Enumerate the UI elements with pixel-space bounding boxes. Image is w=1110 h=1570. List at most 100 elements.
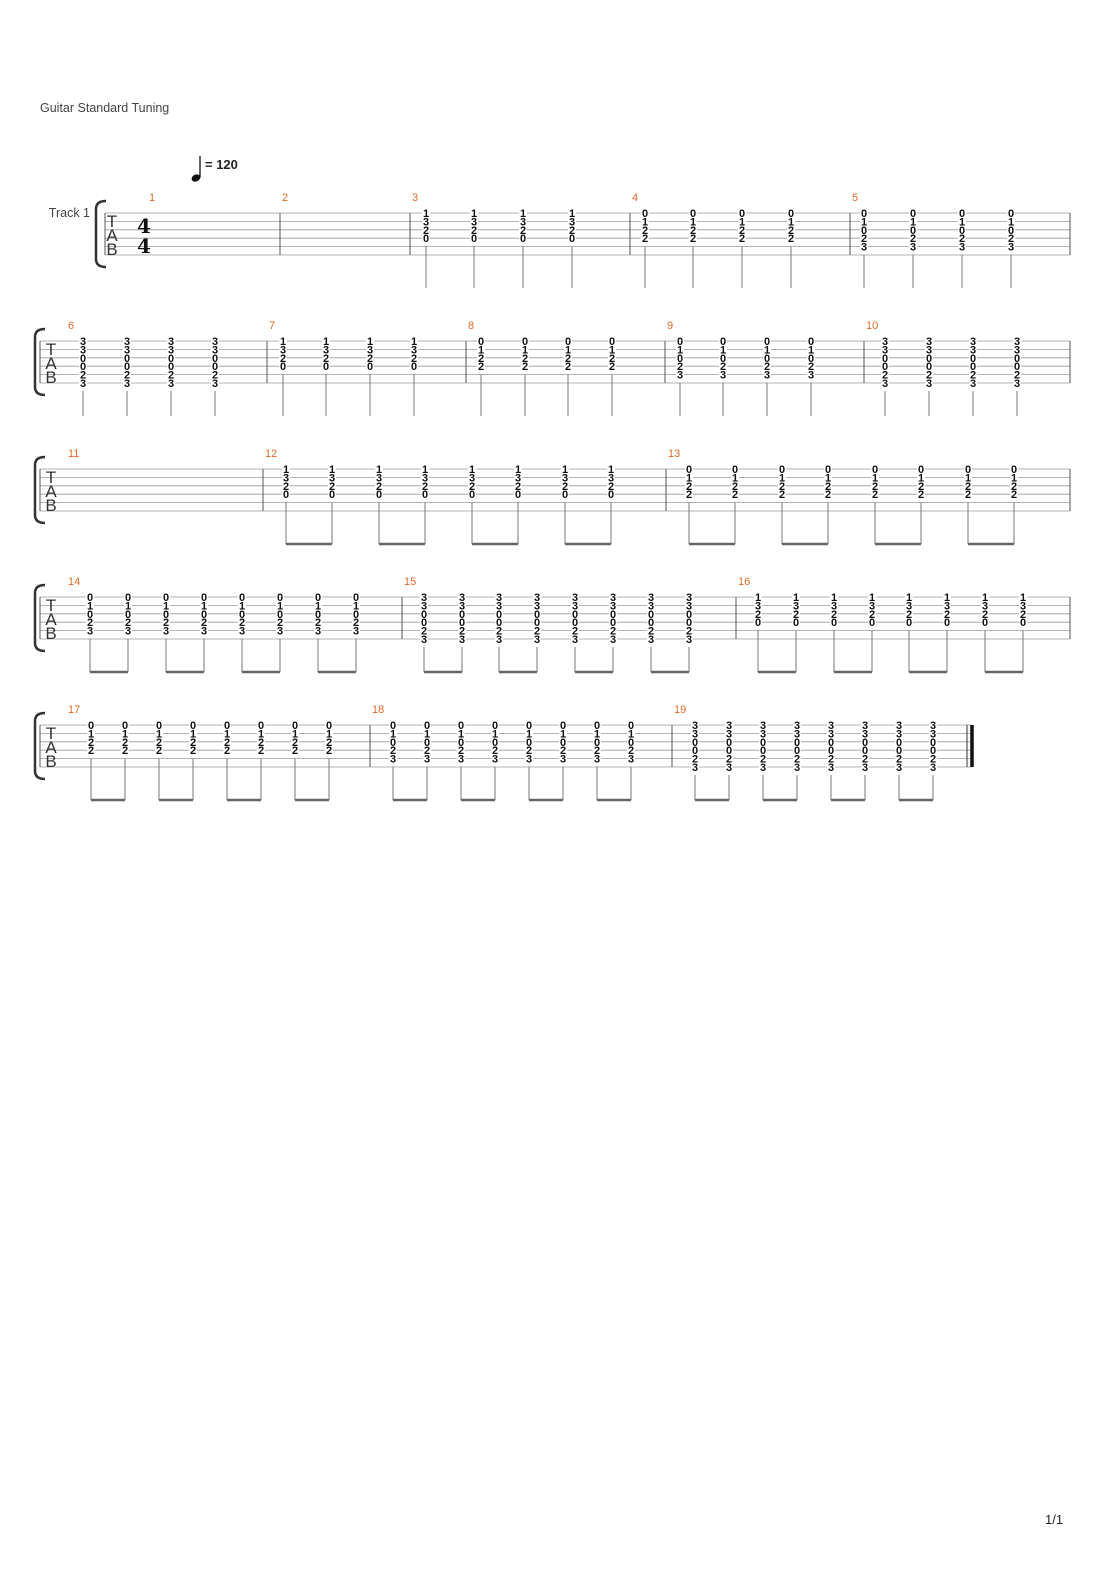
fret-background bbox=[943, 593, 951, 601]
fret-background bbox=[257, 729, 265, 738]
fret-number: 0 bbox=[861, 208, 867, 220]
tab-clef-letter: A bbox=[106, 226, 118, 245]
fret-number: 2 bbox=[648, 626, 654, 638]
fret-background bbox=[458, 609, 466, 618]
fret-number: 0 bbox=[944, 617, 950, 629]
fret-number: 2 bbox=[458, 745, 464, 757]
tab-clef-letter: A bbox=[45, 610, 57, 629]
fret-number: 2 bbox=[720, 361, 726, 373]
fret-background bbox=[375, 473, 383, 482]
fret-number: 3 bbox=[930, 728, 936, 740]
fret-background bbox=[322, 337, 330, 345]
fret-number: 1 bbox=[720, 344, 726, 356]
fret-background bbox=[470, 225, 478, 234]
fret-number: 1 bbox=[526, 728, 532, 740]
fret-background bbox=[521, 337, 529, 345]
fret-number: 3 bbox=[862, 720, 868, 732]
fret-background bbox=[423, 754, 431, 763]
fret-background bbox=[830, 609, 838, 618]
fret-number: 3 bbox=[1014, 336, 1020, 348]
fret-number: 2 bbox=[190, 745, 196, 757]
fret-background bbox=[909, 217, 917, 226]
fret-background bbox=[561, 473, 569, 482]
fret-number: 0 bbox=[560, 720, 566, 732]
fret-background bbox=[738, 209, 746, 217]
fret-number: 0 bbox=[609, 336, 615, 348]
fret-background bbox=[352, 593, 360, 601]
fret-background bbox=[458, 601, 466, 610]
measure-number: 5 bbox=[852, 192, 858, 204]
fret-number: 1 bbox=[869, 592, 875, 604]
fret-number: 1 bbox=[163, 600, 169, 612]
fret-background bbox=[322, 362, 330, 371]
fret-background bbox=[685, 481, 693, 490]
fret-background bbox=[958, 217, 966, 226]
fret-background bbox=[314, 618, 322, 627]
fret-number: 2 bbox=[594, 745, 600, 757]
fret-number: 1 bbox=[569, 208, 575, 220]
fret-number: 2 bbox=[686, 626, 692, 638]
system-bracket bbox=[33, 327, 46, 397]
fret-background bbox=[827, 754, 835, 763]
fret-number: 3 bbox=[1014, 378, 1020, 390]
fret-background bbox=[925, 337, 933, 345]
fret-number: 2 bbox=[739, 225, 745, 237]
fret-background bbox=[860, 225, 868, 234]
fret-number: 2 bbox=[565, 353, 571, 365]
fret-number: 0 bbox=[970, 353, 976, 365]
fret-number: 0 bbox=[520, 233, 526, 245]
fret-background bbox=[958, 209, 966, 217]
fret-background bbox=[861, 721, 869, 729]
fret-background bbox=[763, 337, 771, 345]
fret-background bbox=[792, 618, 800, 627]
fret-background bbox=[571, 601, 579, 610]
fret-number: 2 bbox=[793, 609, 799, 621]
fret-background bbox=[905, 609, 913, 618]
fret-number: 0 bbox=[982, 617, 988, 629]
fret-background bbox=[981, 609, 989, 618]
fret-background bbox=[458, 635, 466, 643]
fret-number: 3 bbox=[124, 344, 130, 356]
fret-number: 1 bbox=[872, 472, 878, 484]
fret-background bbox=[719, 337, 727, 345]
fret-number: 0 bbox=[1014, 361, 1020, 373]
fret-background bbox=[458, 593, 466, 601]
fret-background bbox=[685, 473, 693, 482]
fret-number: 1 bbox=[522, 344, 528, 356]
fret-number: 0 bbox=[125, 609, 131, 621]
fret-number: 3 bbox=[1014, 344, 1020, 356]
tab-system: TAB1401023010230102301023010230102301023… bbox=[33, 576, 1071, 674]
measure-number: 14 bbox=[68, 576, 80, 588]
fret-number: 0 bbox=[828, 737, 834, 749]
fret-number: 2 bbox=[522, 353, 528, 365]
tempo-marking: = 120 bbox=[191, 156, 238, 182]
fret-number: 3 bbox=[794, 720, 800, 732]
fret-background bbox=[608, 353, 616, 362]
fret-number: 3 bbox=[80, 336, 86, 348]
fret-number: 1 bbox=[686, 472, 692, 484]
track-name: Track 1 bbox=[49, 206, 90, 220]
fret-number: 2 bbox=[212, 370, 218, 382]
fret-number: 2 bbox=[642, 233, 648, 245]
fret-number: 1 bbox=[367, 336, 373, 348]
fret-background bbox=[123, 353, 131, 362]
fret-number: 2 bbox=[125, 617, 131, 629]
fret-number: 3 bbox=[1020, 600, 1026, 612]
fret-number: 1 bbox=[608, 464, 614, 476]
fret-number: 1 bbox=[732, 472, 738, 484]
fret-number: 3 bbox=[212, 344, 218, 356]
fret-number: 3 bbox=[534, 592, 540, 604]
fret-background bbox=[495, 609, 503, 618]
fret-number: 2 bbox=[526, 745, 532, 757]
fret-number: 3 bbox=[692, 720, 698, 732]
